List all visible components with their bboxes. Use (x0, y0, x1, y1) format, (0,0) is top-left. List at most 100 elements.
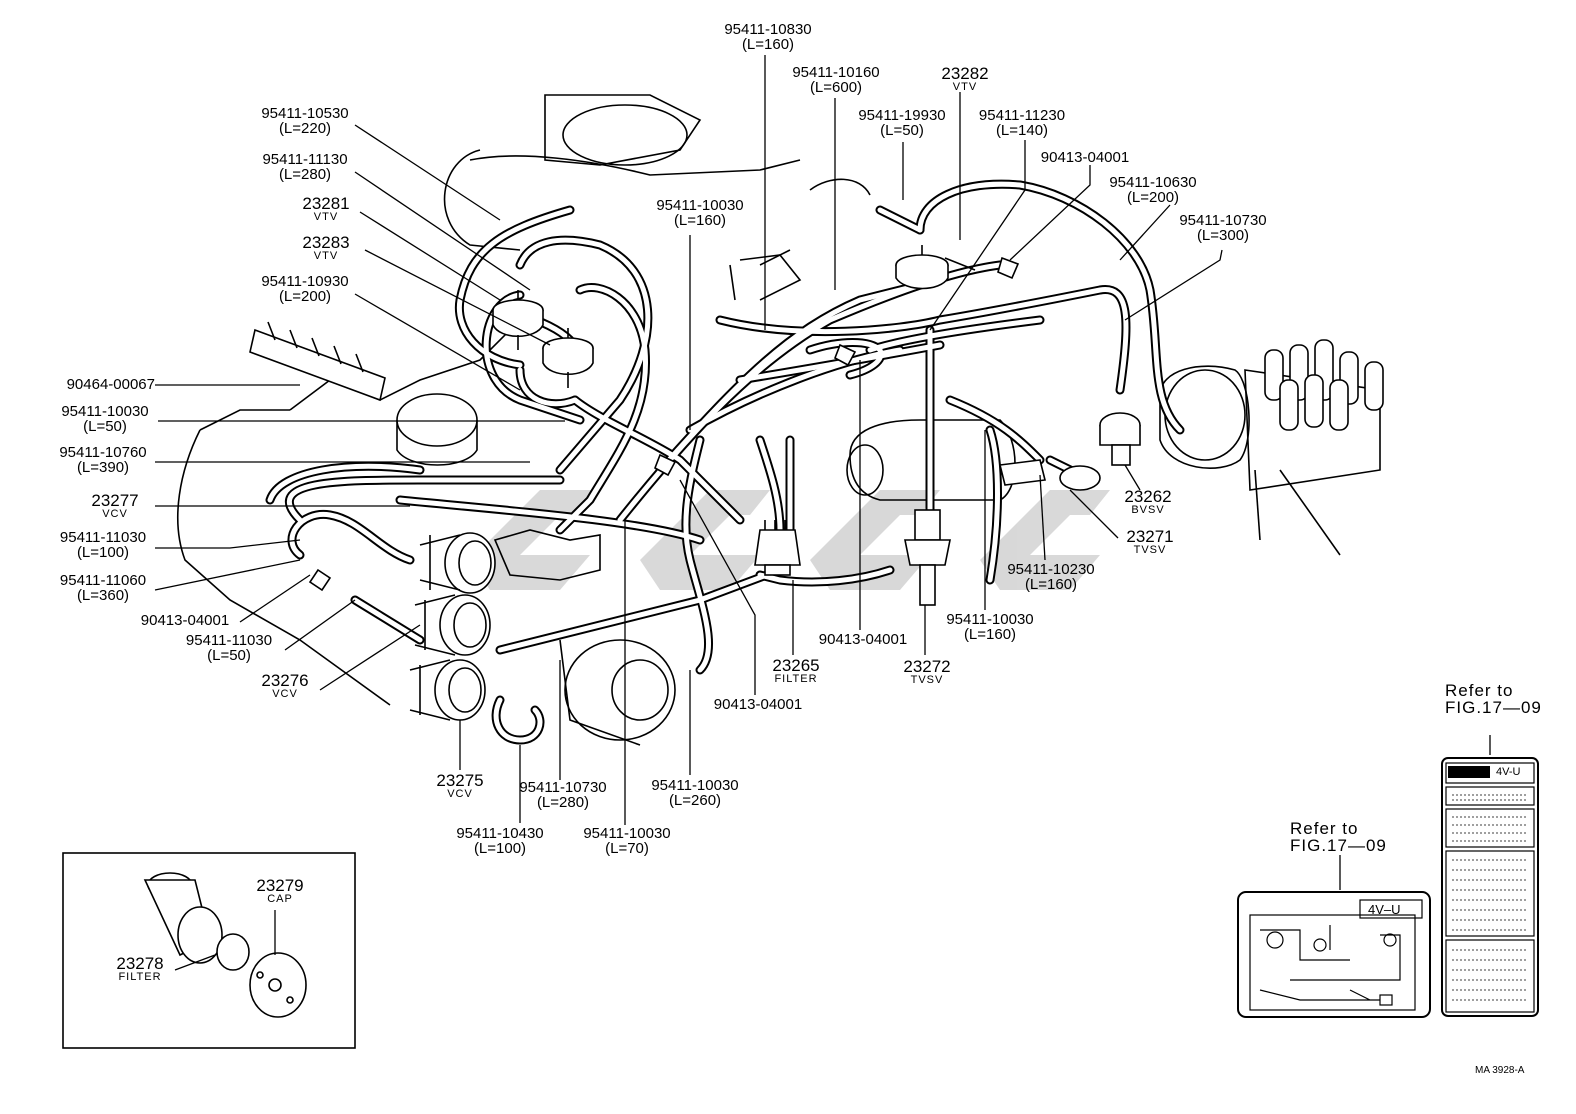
reference-line1: Refer to (1445, 681, 1514, 700)
hose-length: (L=390) (76, 459, 130, 476)
part-type: TVSV (910, 674, 944, 686)
label-95411-10030-mid: 95411-10030 (L=160) (645, 198, 755, 228)
part-number: 23281 (302, 194, 350, 213)
label-23276: 23276 VCV (255, 672, 315, 700)
leader-lines (154, 55, 1491, 890)
hose-length: (L=160) (963, 626, 1017, 643)
part-number: 23272 (903, 657, 951, 676)
label-90413-04001-bot: 90413-04001 (703, 697, 813, 712)
part-number: 95411-10160 (792, 64, 880, 81)
part-number: 95411-10030 (946, 611, 1034, 628)
drawing-code: MA 3928-A (1475, 1065, 1525, 1076)
label-23265: 23265 FILTER (763, 657, 829, 685)
part-number: 95411-11060 (59, 572, 147, 589)
label-95411-11060: 95411-11060 (L=360) (48, 573, 158, 603)
part-number: 95411-19930 (858, 107, 946, 124)
part-number: 23276 (261, 671, 309, 690)
part-number: 23262 (1124, 487, 1172, 506)
label-90413-04001-top: 90413-04001 (1035, 150, 1135, 165)
part-number: 95411-10630 (1109, 174, 1197, 191)
label-95411-10230: 95411-10230 (L=160) (996, 562, 1106, 592)
vacuum-placard-label: 4V–U (1368, 902, 1401, 917)
label-23279: 23279 CAP (250, 877, 310, 905)
hose-length: (L=280) (536, 794, 590, 811)
part-type: VTV (313, 250, 339, 262)
hose-length: (L=300) (1196, 227, 1250, 244)
hose-length: (L=160) (741, 36, 795, 53)
reference-note-right: Refer to FIG.17—09 (1445, 682, 1542, 716)
label-95411-10030-50: 95411-10030 (L=50) (50, 404, 160, 434)
vtv-23281-part (492, 290, 544, 350)
vacuum-tees (308, 256, 1020, 592)
part-number: 95411-10730 (519, 779, 607, 796)
emission-placard (1441, 757, 1539, 1017)
label-90413-04001-left: 90413-04001 (130, 613, 240, 628)
part-number: 90464-00067 (66, 376, 155, 393)
part-type: VCV (272, 688, 298, 700)
part-number: 23275 (436, 771, 484, 790)
hose-length: (L=100) (76, 544, 130, 561)
label-95411-10730-bot: 95411-10730 (L=280) (508, 780, 618, 810)
part-type: VCV (102, 508, 128, 520)
hose-length: (L=50) (207, 647, 251, 664)
part-type: VCV (447, 788, 473, 800)
distributor-cap (1264, 339, 1384, 431)
hose-length: (L=260) (668, 792, 722, 809)
part-number: 23283 (302, 233, 350, 252)
label-90413-04001-mid: 90413-04001 (808, 632, 918, 647)
label-95411-11230: 95411-11230 (L=140) (972, 108, 1072, 138)
bvsv-23262-part (1099, 412, 1141, 466)
label-23271: 23271 TVSV (1120, 528, 1180, 556)
label-95411-11030-50: 95411-11030 (L=50) (174, 633, 284, 663)
part-number: 95411-10030 (61, 403, 149, 420)
part-number: 23278 (116, 954, 164, 973)
label-23262: 23262 BVSV (1118, 488, 1178, 516)
part-number: 23277 (91, 491, 139, 510)
part-number: 95411-10730 (1179, 212, 1267, 229)
part-type: VTV (952, 81, 978, 93)
hose-length: (L=220) (278, 120, 332, 137)
hoses-inner (267, 181, 1183, 743)
label-23277: 23277 VCV (85, 492, 145, 520)
part-number: 90413-04001 (140, 612, 230, 629)
label-95411-10160: 95411-10160 (L=600) (786, 65, 886, 95)
label-23278: 23278 FILTER (108, 955, 172, 983)
vacuum-placard (1237, 891, 1431, 1018)
label-95411-10830: 95411-10830 (L=160) (718, 22, 818, 52)
hose-length: (L=50) (83, 418, 127, 435)
label-23283: 23283 VTV (296, 234, 356, 262)
label-95411-10030-260: 95411-10030 (L=260) (640, 778, 750, 808)
reference-line1: Refer to (1290, 819, 1359, 838)
hose-length: (L=70) (605, 840, 649, 857)
part-number: 95411-10530 (261, 105, 349, 122)
part-number: 90413-04001 (713, 696, 803, 713)
label-23282: 23282 VTV (935, 65, 995, 93)
watermark (470, 490, 1110, 590)
part-number: 95411-10030 (583, 825, 671, 842)
part-number: 95411-10430 (456, 825, 544, 842)
hose-length: (L=600) (809, 79, 863, 96)
part-number: 95411-11030 (185, 632, 273, 649)
vtv-23283-part (542, 328, 594, 388)
part-number: 90413-04001 (1040, 149, 1130, 166)
part-number: 23265 (772, 656, 820, 675)
hose-length: (L=160) (1024, 576, 1078, 593)
hose-length: (L=200) (278, 288, 332, 305)
part-number: 95411-10760 (59, 444, 147, 461)
label-23272: 23272 TVSV (896, 658, 958, 686)
label-95411-10430: 95411-10430 (L=100) (445, 826, 555, 856)
part-number: 23271 (1126, 527, 1174, 546)
reference-line2: FIG.17—09 (1445, 698, 1542, 717)
part-number: 95411-11230 (978, 107, 1066, 124)
label-23281: 23281 VTV (296, 195, 356, 223)
hose-length: (L=200) (1126, 189, 1180, 206)
part-type: TVSV (1133, 544, 1167, 556)
label-95411-10730-top: 95411-10730 (L=300) (1168, 213, 1278, 243)
part-type: CAP (267, 893, 293, 905)
part-number: 95411-10030 (651, 777, 739, 794)
label-95411-10630: 95411-10630 (L=200) (1098, 175, 1208, 205)
part-number: 95411-10830 (724, 21, 812, 38)
part-number: 90413-04001 (818, 631, 908, 648)
part-number: 95411-11030 (59, 529, 147, 546)
label-95411-10030-70: 95411-10030 (L=70) (572, 826, 682, 856)
